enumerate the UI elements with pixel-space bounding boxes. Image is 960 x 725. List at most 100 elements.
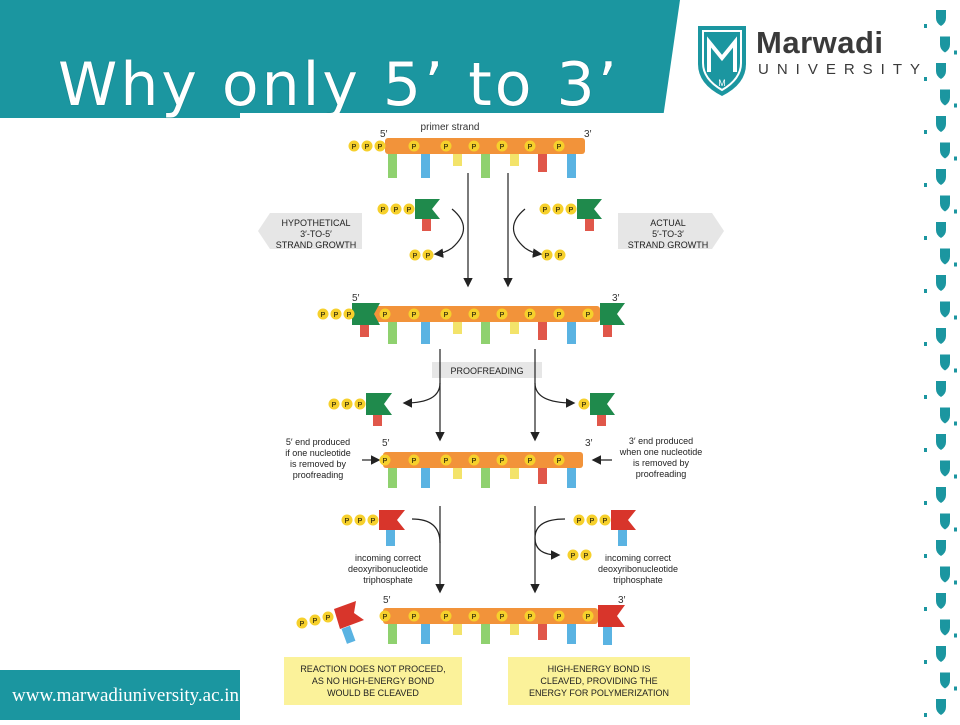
svg-text:incoming correct: incoming correct — [355, 553, 422, 563]
svg-text:proofreading: proofreading — [636, 469, 687, 479]
deco-shield-icon — [936, 434, 946, 450]
svg-text:P: P — [571, 553, 576, 560]
proofreading-label: PROOFREADING — [450, 366, 523, 376]
svg-text:P: P — [444, 312, 449, 319]
decorative-dot-border — [924, 10, 957, 717]
deco-dot — [924, 77, 927, 81]
deco-dot — [924, 236, 927, 240]
deco-shield-icon — [940, 142, 950, 159]
deco-shield-icon — [936, 10, 946, 26]
svg-text:5′: 5′ — [383, 595, 391, 606]
right-removed-caption: 3′ end produced when one nucleotide is r… — [619, 436, 703, 479]
deco-dot — [954, 421, 957, 426]
svg-text:P: P — [528, 458, 533, 465]
footer-band: www.marwadiuniversity.ac.in — [0, 670, 252, 720]
svg-text:P: P — [365, 144, 370, 151]
shield-logo-icon: M — [698, 26, 746, 96]
deco-dot — [954, 103, 957, 108]
deco-shield-icon — [936, 381, 946, 397]
blocked-nucleotide: P P P — [296, 601, 364, 644]
extended-strand: P P P P P P P P P P P — [317, 303, 625, 344]
svg-text:P: P — [426, 253, 431, 260]
svg-text:P: P — [413, 253, 418, 260]
svg-text:P: P — [557, 614, 562, 621]
five-prime-label: 5′ — [380, 129, 388, 140]
released-pyrophosphate-left: P P — [409, 249, 434, 261]
svg-text:CLEAVED, PROVIDING THE: CLEAVED, PROVIDING THE — [540, 676, 657, 686]
svg-text:P: P — [500, 144, 505, 151]
svg-text:P: P — [407, 207, 412, 214]
deco-dot — [924, 448, 927, 452]
svg-text:P: P — [383, 614, 388, 621]
svg-text:ENERGY FOR POLYMERIZATION: ENERGY FOR POLYMERIZATION — [529, 688, 669, 698]
result-right-callout: HIGH-ENERGY BOND IS CLEAVED, PROVIDING T… — [508, 657, 690, 705]
deco-shield-icon — [940, 566, 950, 583]
deco-dot — [954, 262, 957, 267]
deco-dot — [954, 368, 957, 373]
deco-shield-icon — [936, 63, 946, 79]
svg-text:is removed by: is removed by — [633, 458, 690, 468]
released-pyrophosphate-lower: P P — [567, 549, 592, 561]
proofreading-box — [432, 362, 542, 378]
svg-text:ACTUAL: ACTUAL — [650, 218, 686, 228]
three-prime-label: 3′ — [584, 129, 592, 140]
deco-dot — [954, 315, 957, 320]
svg-text:P: P — [528, 614, 533, 621]
svg-text:P: P — [300, 621, 305, 628]
svg-text:deoxyribonucleotide: deoxyribonucleotide — [598, 564, 678, 574]
svg-text:P: P — [332, 402, 337, 409]
svg-text:P: P — [543, 207, 548, 214]
deco-dot — [954, 50, 957, 55]
svg-text:P: P — [383, 312, 388, 319]
svg-text:P: P — [313, 618, 318, 625]
actual-growth-arrow: ACTUAL 5′-TO-3′ STRAND GROWTH — [618, 213, 724, 250]
svg-text:P: P — [383, 458, 388, 465]
svg-text:P: P — [347, 312, 352, 319]
svg-text:STRAND GROWTH: STRAND GROWTH — [276, 240, 357, 250]
svg-text:P: P — [569, 207, 574, 214]
polymerization-arrows — [411, 506, 566, 594]
slide-title: Why only 5’ to 3’ — [58, 50, 620, 120]
incoming-nucleotide-right: P P P — [539, 199, 602, 231]
svg-text:P: P — [321, 312, 326, 319]
svg-text:P: P — [444, 458, 449, 465]
deco-dot — [924, 342, 927, 346]
deco-shield-icon — [940, 36, 950, 53]
deco-dot — [924, 289, 927, 293]
dna-proofreading-figure: primer strand 5′ 3′ P P P P P P P P P HY… — [240, 113, 740, 720]
deco-dot — [924, 395, 927, 399]
deco-shield-icon — [940, 195, 950, 212]
svg-text:P: P — [586, 312, 591, 319]
svg-text:P: P — [334, 312, 339, 319]
logo-mark-letter: M — [718, 78, 726, 88]
deco-dot — [924, 501, 927, 505]
deco-shield-icon — [940, 354, 950, 371]
svg-text:P: P — [472, 312, 477, 319]
svg-text:P: P — [444, 144, 449, 151]
svg-text:proofreading: proofreading — [293, 470, 344, 480]
svg-text:5′: 5′ — [382, 438, 390, 449]
deco-shield-icon — [940, 248, 950, 265]
deco-shield-icon — [936, 328, 946, 344]
svg-text:P: P — [586, 614, 591, 621]
deco-shield-icon — [936, 169, 946, 185]
svg-text:P: P — [412, 614, 417, 621]
svg-text:P: P — [412, 312, 417, 319]
svg-text:P: P — [557, 458, 562, 465]
svg-text:HIGH-ENERGY BOND IS: HIGH-ENERGY BOND IS — [548, 664, 651, 674]
deco-dot — [924, 183, 927, 187]
svg-text:P: P — [500, 614, 505, 621]
deco-shield-icon — [936, 593, 946, 609]
svg-text:P: P — [528, 144, 533, 151]
svg-text:P: P — [381, 207, 386, 214]
svg-text:triphosphate: triphosphate — [613, 575, 663, 585]
svg-text:P: P — [358, 402, 363, 409]
proofreading-arrows — [402, 349, 576, 442]
deco-shield-icon — [936, 646, 946, 662]
deco-dot — [924, 660, 927, 664]
incoming-correct-right: P P P — [573, 510, 636, 546]
svg-text:5′ end produced: 5′ end produced — [286, 437, 350, 447]
svg-text:triphosphate: triphosphate — [363, 575, 413, 585]
svg-text:P: P — [556, 207, 561, 214]
logo-subtitle: UNIVERSITY — [758, 61, 929, 78]
